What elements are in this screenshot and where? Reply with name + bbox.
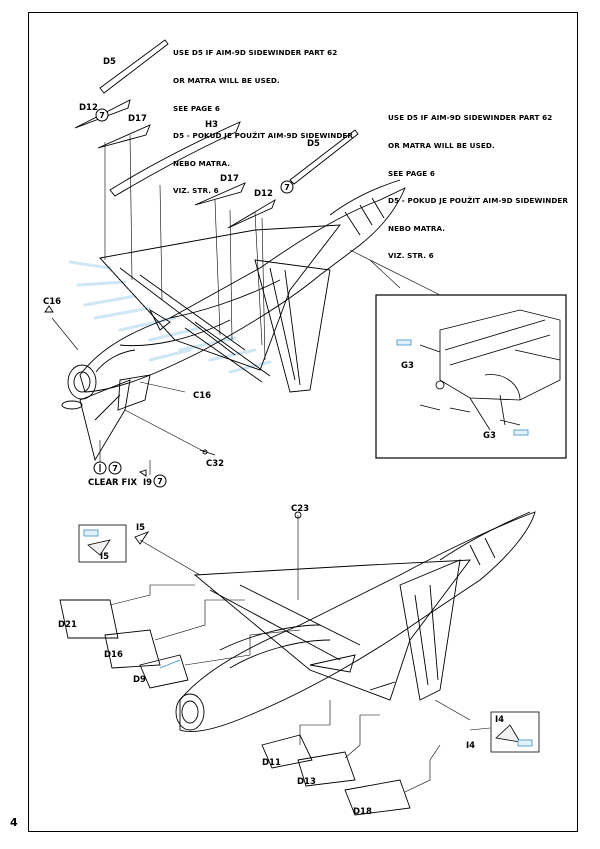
part-h3 bbox=[109, 121, 241, 197]
note-top-left-line-3: SEE PAGE 6 bbox=[173, 103, 220, 113]
label-c23: C23 bbox=[291, 504, 309, 514]
part-d5-a bbox=[99, 39, 169, 94]
fuselage-outline-2 bbox=[179, 511, 536, 733]
part-d11 bbox=[261, 734, 313, 769]
label-d5-a: D5 bbox=[103, 57, 116, 67]
page-border bbox=[28, 12, 578, 832]
note-top-left-line-5: NEBO MATRA. bbox=[173, 158, 231, 168]
part-d5-b bbox=[289, 129, 359, 185]
label-h3: H3 bbox=[205, 120, 218, 130]
label-clear-fix: CLEAR FIX bbox=[88, 478, 138, 488]
note-top-right: USE D5 IF AIM-9D SIDEWINDER PART 62 OR M… bbox=[388, 95, 568, 270]
step-mark-4 bbox=[108, 461, 122, 475]
vertical-fin-2 bbox=[399, 559, 461, 701]
part-d12-b bbox=[227, 198, 276, 229]
note-top-right-line-5: NEBO MATRA. bbox=[388, 223, 446, 233]
label-i4-b: I4 bbox=[466, 741, 475, 751]
part-d17-b bbox=[194, 182, 246, 206]
label-d5-b: D5 bbox=[307, 139, 320, 149]
step-mark-5-label: 7 bbox=[157, 477, 163, 486]
step-mark-2-label: 7 bbox=[284, 183, 290, 192]
part-d9 bbox=[139, 654, 189, 689]
part-d17-a bbox=[97, 124, 151, 149]
i5-callout bbox=[78, 524, 127, 563]
step-mark-5 bbox=[153, 474, 167, 488]
label-i5-b: I5 bbox=[100, 552, 109, 562]
vertical-fin bbox=[254, 259, 331, 393]
label-g3-b: G3 bbox=[483, 431, 496, 441]
delta-wing-2 bbox=[193, 559, 471, 701]
delta-wing bbox=[99, 224, 341, 371]
note-top-left: USE D5 IF AIM-9D SIDEWINDER PART 62 OR M… bbox=[173, 30, 353, 205]
detail-inset bbox=[375, 294, 567, 459]
label-d18: D18 bbox=[353, 807, 372, 817]
label-d16: D16 bbox=[104, 650, 123, 660]
part-d13 bbox=[297, 751, 356, 787]
label-i5-a: I5 bbox=[136, 523, 145, 533]
note-top-right-line-6: VIZ. STR. 6 bbox=[388, 251, 434, 261]
note-top-right-line-2: OR MATRA WILL BE USED. bbox=[388, 141, 495, 151]
note-top-left-line-6: VIZ. STR. 6 bbox=[173, 186, 219, 196]
page-number: 4 bbox=[10, 816, 18, 829]
top-aircraft-assembly bbox=[44, 39, 441, 477]
glue-highlights bbox=[68, 260, 272, 374]
note-top-right-line-3: SEE PAGE 6 bbox=[388, 168, 435, 178]
label-d9: D9 bbox=[133, 675, 146, 685]
part-d21 bbox=[59, 599, 119, 639]
label-i9: I9 bbox=[143, 478, 152, 488]
part-d18 bbox=[344, 779, 411, 816]
note-top-right-line-1: USE D5 IF AIM-9D SIDEWINDER PART 62 bbox=[388, 113, 553, 123]
label-d17-b: D17 bbox=[220, 174, 239, 184]
label-d13: D13 bbox=[297, 777, 316, 787]
step-mark-4-label: 7 bbox=[112, 464, 118, 473]
label-d17-a: D17 bbox=[128, 114, 147, 124]
note-top-left-line-4: D5 - POKUD JE POUŽIT AIM-9D SIDEWINDER bbox=[173, 131, 354, 141]
bottom-aircraft-assembly bbox=[59, 511, 536, 816]
note-top-right-line-4: D5 - POKUD JE POUŽIT AIM-9D SIDEWINDER bbox=[388, 196, 569, 206]
label-d11: D11 bbox=[262, 758, 281, 768]
label-d21: D21 bbox=[58, 620, 77, 630]
note-top-left-line-1: USE D5 IF AIM-9D SIDEWINDER PART 62 bbox=[173, 48, 338, 58]
part-d16 bbox=[104, 629, 161, 669]
label-i4-a: I4 bbox=[495, 715, 504, 725]
label-d12-b: D12 bbox=[254, 189, 273, 199]
note-top-left-line-2: OR MATRA WILL BE USED. bbox=[173, 76, 280, 86]
label-c16-b: C16 bbox=[193, 391, 211, 401]
sequence-marks bbox=[93, 108, 294, 488]
step-mark-2 bbox=[280, 180, 294, 194]
step-mark-1 bbox=[95, 108, 109, 122]
label-c16-a: C16 bbox=[43, 297, 61, 307]
step-mark-1-label: 7 bbox=[99, 111, 105, 120]
label-c32: C32 bbox=[206, 459, 224, 469]
label-d12-a: D12 bbox=[79, 103, 98, 113]
i4-callout bbox=[490, 711, 540, 753]
label-g3-a: G3 bbox=[401, 361, 414, 371]
